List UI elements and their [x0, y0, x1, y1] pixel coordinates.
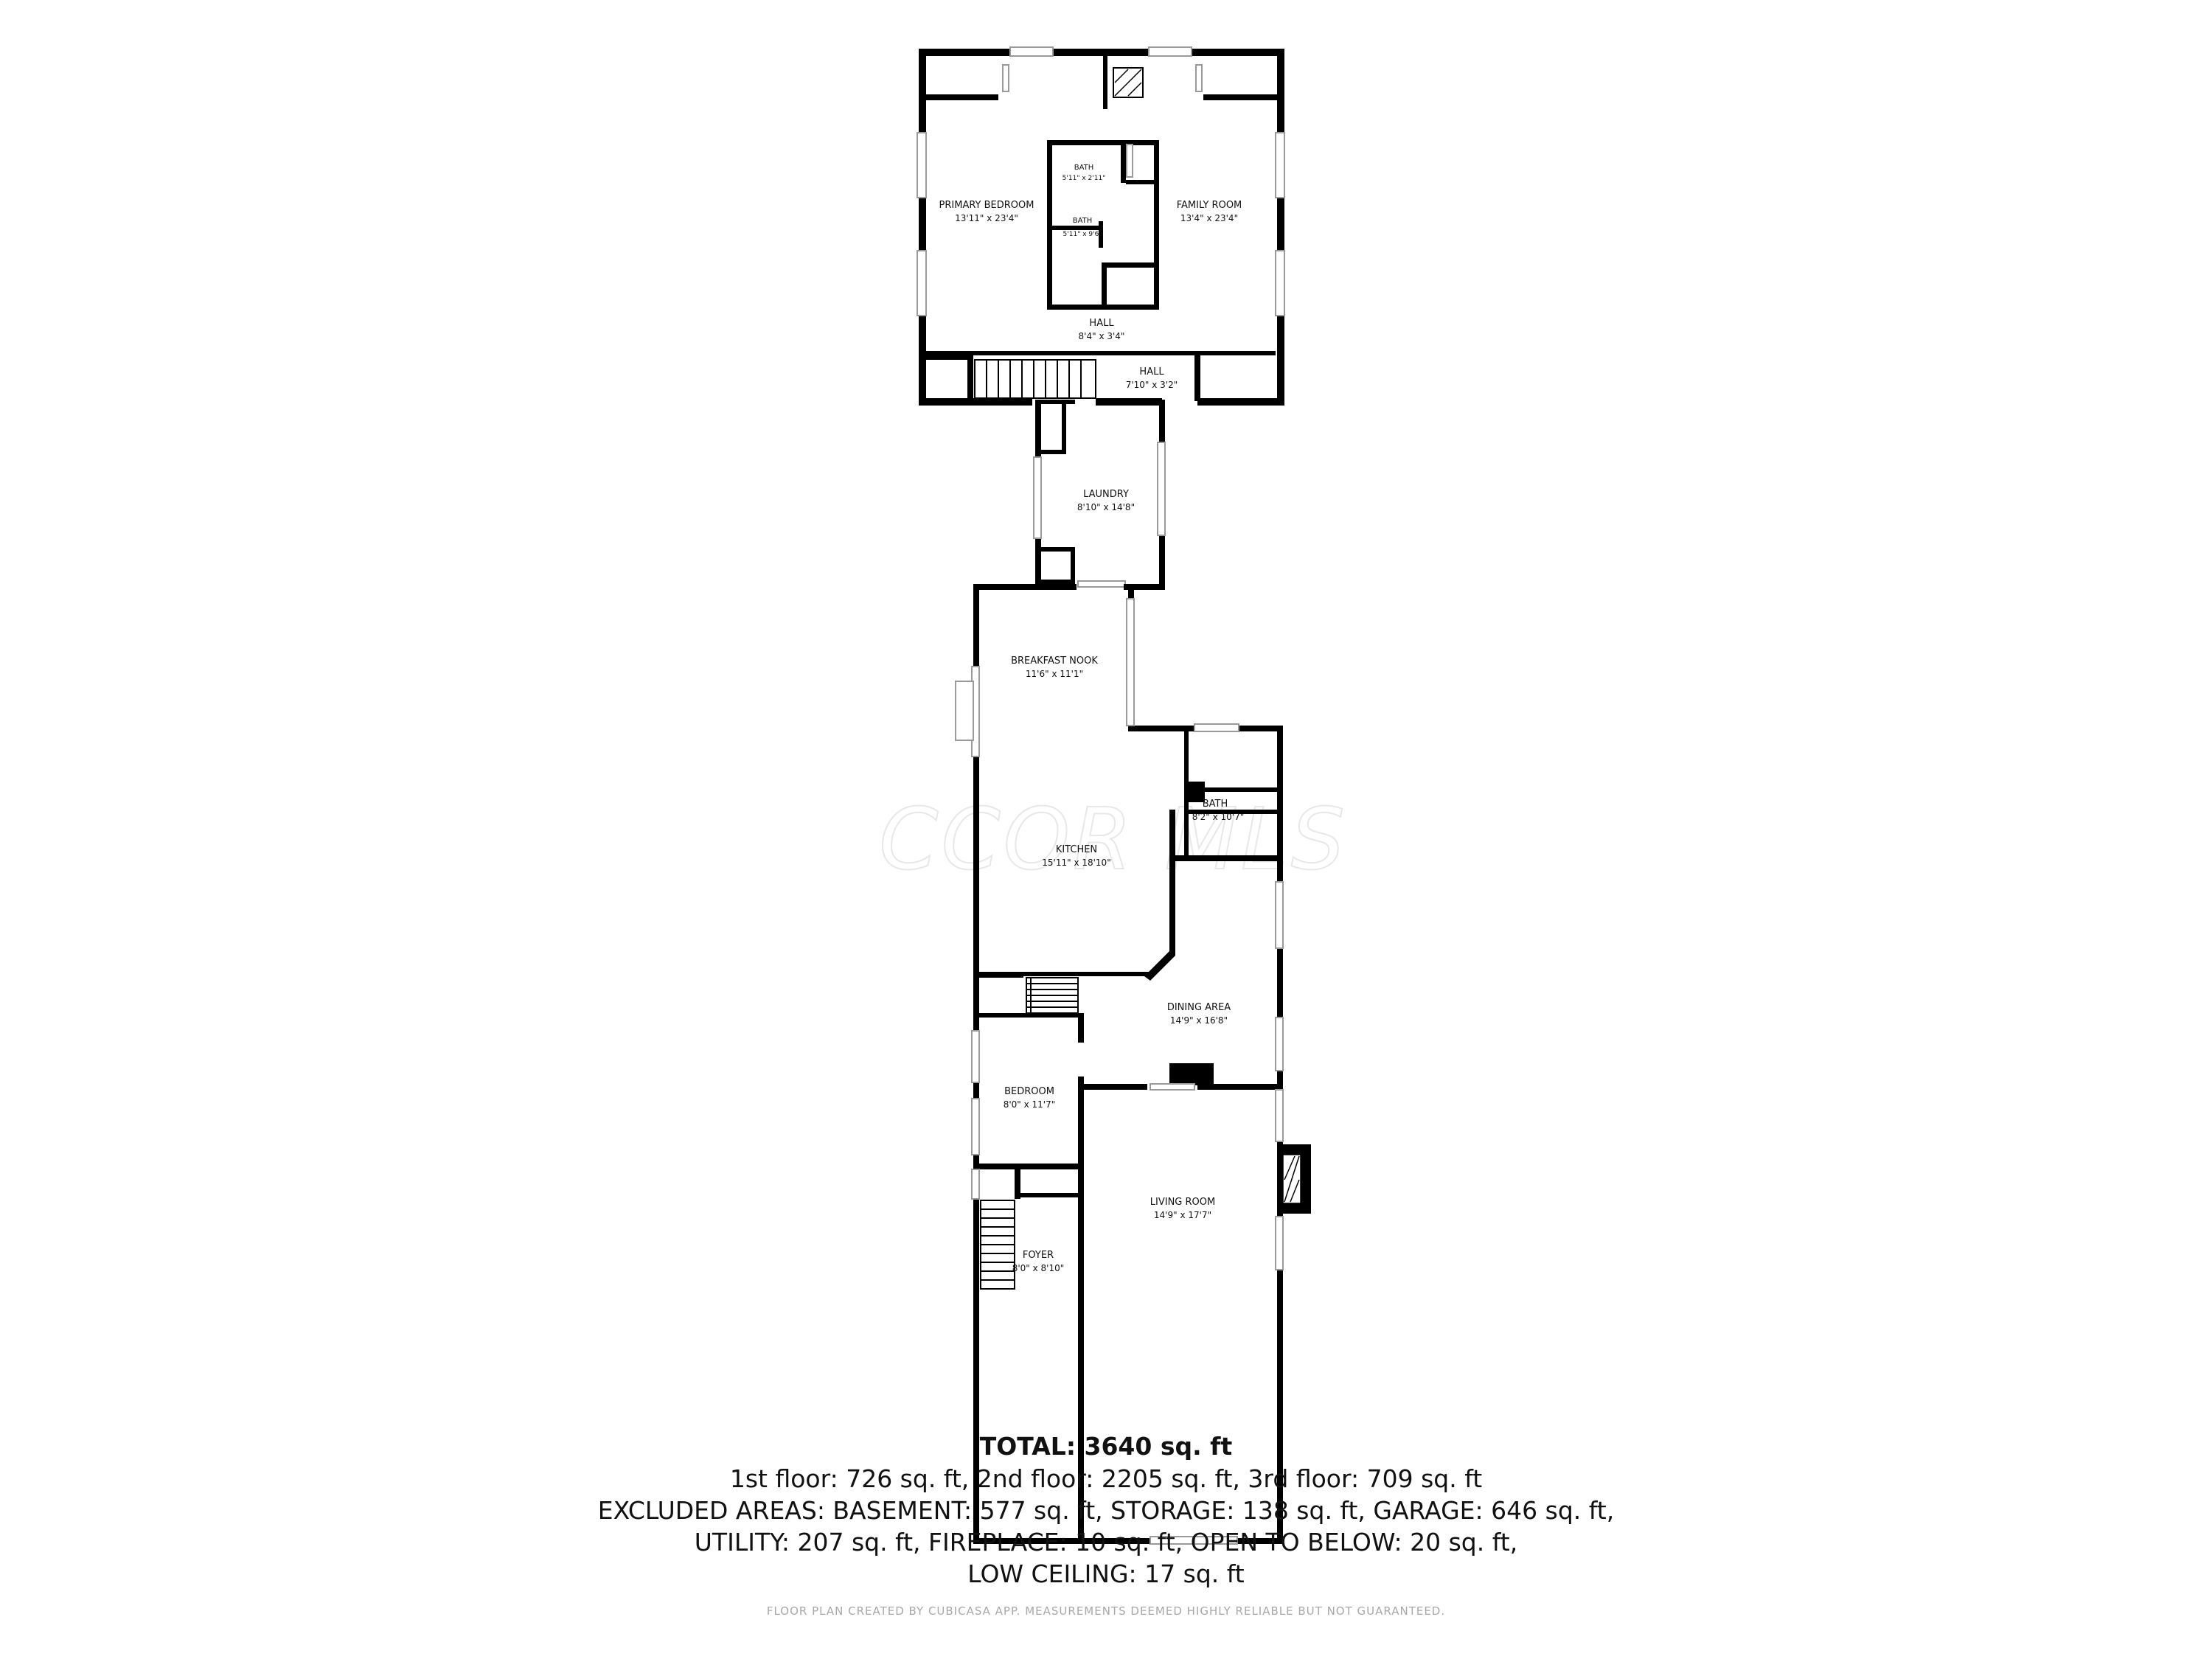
upper-block-walls — [919, 49, 1284, 406]
room-label-kitchen: KITCHEN 15'11" x 18'10" — [1042, 844, 1110, 868]
svg-text:LAUNDRY: LAUNDRY — [1083, 489, 1129, 500]
wall-post — [1189, 782, 1205, 802]
svg-text:8'2" x 10'7": 8'2" x 10'7" — [1192, 812, 1245, 822]
disclaimer: FLOOR PLAN CREATED BY CUBICASA APP. MEAS… — [766, 1604, 1446, 1618]
room-label-breakfast-nook: BREAKFAST NOOK 11'6" x 11'1" — [1011, 655, 1098, 679]
svg-text:14'9" x 16'8": 14'9" x 16'8" — [1170, 1015, 1228, 1026]
main-block-windows — [955, 598, 1284, 1545]
area-summary: TOTAL: 3640 sq. ft 1st floor: 726 sq. ft… — [0, 1430, 2212, 1618]
room-label-primary-bedroom: PRIMARY BEDROOM 13'11" x 23'4" — [939, 200, 1034, 223]
svg-text:13'4" x 23'4": 13'4" x 23'4" — [1180, 213, 1238, 223]
room-label-foyer: FOYER 8'0" x 8'10" — [1012, 1250, 1065, 1273]
svg-text:BREAKFAST NOOK: BREAKFAST NOOK — [1011, 655, 1098, 667]
staircase-foyer — [980, 1200, 1015, 1290]
fireplace-dining — [1169, 1063, 1214, 1085]
svg-text:DINING AREA: DINING AREA — [1167, 1002, 1231, 1013]
svg-text:15'11" x 18'10": 15'11" x 18'10" — [1042, 858, 1110, 868]
summary-line: EXCLUDED AREAS: BASEMENT: 577 sq. ft, ST… — [597, 1496, 1615, 1525]
svg-text:FAMILY ROOM: FAMILY ROOM — [1177, 200, 1242, 211]
room-label-bedroom: BEDROOM 8'0" x 11'7" — [1004, 1086, 1056, 1110]
watermark: CCOR MLS — [879, 790, 1348, 889]
room-label-hall-lower: HALL 7'10" x 3'2" — [1126, 366, 1178, 390]
svg-text:FOYER: FOYER — [1023, 1250, 1054, 1261]
svg-text:11'6" x 11'1": 11'6" x 11'1" — [1026, 669, 1083, 679]
svg-text:BATH: BATH — [1074, 164, 1094, 172]
room-label-bath-main: BATH 8'2" x 10'7" — [1192, 799, 1245, 822]
room-label-family-room: FAMILY ROOM 13'4" x 23'4" — [1177, 200, 1242, 223]
svg-text:HALL: HALL — [1089, 318, 1114, 329]
svg-text:PRIMARY BEDROOM: PRIMARY BEDROOM — [939, 200, 1034, 211]
svg-text:BEDROOM: BEDROOM — [1004, 1086, 1054, 1097]
room-label-hall-upper: HALL 8'4" x 3'4" — [1079, 318, 1125, 341]
summary-line: 1st floor: 726 sq. ft, 2nd floor: 2205 s… — [729, 1464, 1483, 1493]
svg-text:BATH: BATH — [1073, 217, 1093, 225]
svg-text:KITCHEN: KITCHEN — [1056, 844, 1097, 855]
svg-text:8'0" x 8'10": 8'0" x 8'10" — [1012, 1263, 1065, 1273]
fireplace-living — [1282, 1144, 1311, 1214]
svg-text:5'11" x 9'6": 5'11" x 9'6" — [1063, 231, 1102, 238]
svg-text:8'0" x 11'7": 8'0" x 11'7" — [1004, 1099, 1056, 1110]
room-label-dining-area: DINING AREA 14'9" x 16'8" — [1167, 1002, 1231, 1026]
room-label-living-room: LIVING ROOM 14'9" x 17'7" — [1150, 1197, 1215, 1220]
upper-block-windows — [917, 46, 1285, 316]
svg-text:5'11" x 2'11": 5'11" x 2'11" — [1062, 175, 1106, 182]
chimney-icon — [1113, 67, 1144, 98]
svg-text:HALL: HALL — [1139, 366, 1164, 378]
svg-text:14'9" x 17'7": 14'9" x 17'7" — [1154, 1210, 1211, 1220]
room-label-laundry: LAUNDRY 8'10" x 14'8" — [1077, 489, 1135, 512]
total-area: TOTAL: 3640 sq. ft — [979, 1432, 1233, 1461]
laundry-windows — [1033, 442, 1166, 588]
svg-text:13'11" x 23'4": 13'11" x 23'4" — [955, 213, 1018, 223]
svg-text:8'4" x 3'4": 8'4" x 3'4" — [1079, 331, 1125, 341]
svg-text:7'10" x 3'2": 7'10" x 3'2" — [1126, 380, 1178, 390]
svg-text:8'10" x 14'8": 8'10" x 14'8" — [1077, 502, 1135, 512]
room-label-bath-upper: BATH 5'11" x 9'6" — [1063, 217, 1102, 238]
svg-text:LIVING ROOM: LIVING ROOM — [1150, 1197, 1215, 1208]
room-label-bath-small: BATH 5'11" x 2'11" — [1062, 164, 1106, 182]
summary-line: UTILITY: 207 sq. ft, FIREPLACE: 10 sq. f… — [694, 1528, 1518, 1557]
summary-line: LOW CEILING: 17 sq. ft — [967, 1559, 1245, 1588]
staircase-kitchen — [1026, 977, 1079, 1014]
svg-text:BATH: BATH — [1203, 799, 1228, 810]
staircase-upper — [974, 359, 1096, 399]
